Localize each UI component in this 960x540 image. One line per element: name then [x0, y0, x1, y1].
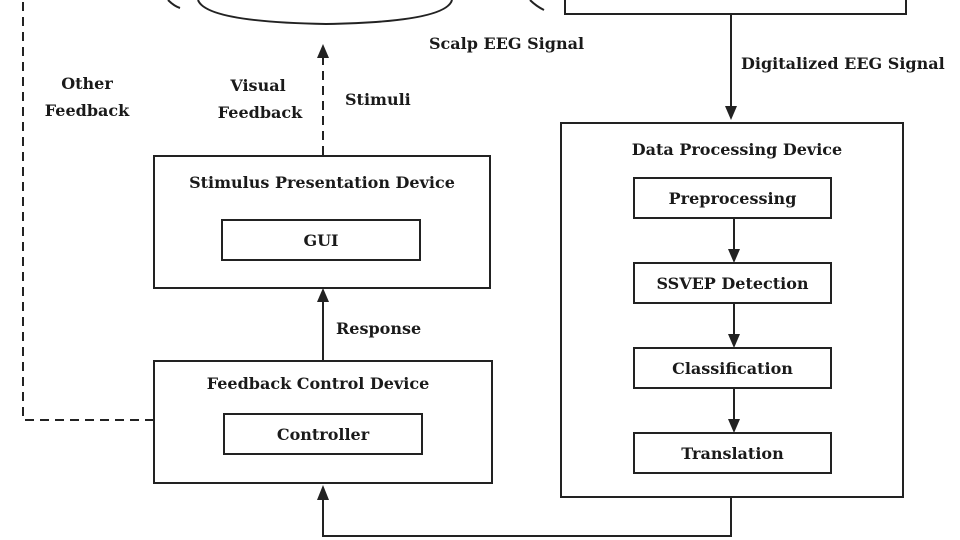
classification-label: Classification — [672, 359, 793, 378]
acquisition-device-box — [564, 0, 907, 15]
gui-label: GUI — [303, 231, 338, 250]
other-feedback-label-line2: Feedback — [45, 101, 130, 120]
step-connector-arrowhead — [728, 249, 740, 263]
step-connector-arrowhead — [728, 334, 740, 348]
translation-label: Translation — [681, 444, 784, 463]
stimulus-presentation-device-title: Stimulus Presentation Device — [189, 173, 455, 192]
other-feedback-label-line1: Other — [61, 74, 113, 93]
other-feedback-dashed-loop — [22, 0, 154, 421]
ssvep-detection-label: SSVEP Detection — [656, 274, 808, 293]
classification-box — [633, 347, 832, 389]
preprocessing-box — [633, 177, 832, 219]
step-connector-arrowhead — [728, 419, 740, 433]
scalp-eeg-signal-label: Scalp EEG Signal — [429, 34, 584, 53]
controller-box — [223, 413, 423, 455]
return-path-line — [322, 498, 732, 537]
scalp-ellipse — [197, 0, 453, 26]
stimuli-arrowhead — [317, 44, 329, 58]
data-processing-device-title: Data Processing Device — [632, 140, 842, 159]
visual-feedback-label-line2: Feedback — [218, 103, 303, 122]
digitalized-eeg-signal-label: Digitalized EEG Signal — [741, 54, 945, 73]
stimuli-label: Stimuli — [345, 90, 411, 109]
scalp-edge-arc-right — [529, 0, 545, 11]
response-arrowhead — [317, 288, 329, 302]
return-path-arrowhead — [317, 485, 329, 500]
gui-box — [221, 219, 421, 261]
controller-label: Controller — [277, 425, 370, 444]
feedback-control-device-title: Feedback Control Device — [207, 374, 430, 393]
translation-box — [633, 432, 832, 474]
visual-feedback-label-line1: Visual — [229, 76, 285, 95]
preprocessing-label: Preprocessing — [669, 189, 797, 208]
ssvep-detection-box — [633, 262, 832, 304]
scalp-edge-arc-left — [167, 0, 181, 9]
digitalized-signal-arrowhead — [725, 106, 737, 120]
response-label: Response — [336, 319, 421, 338]
